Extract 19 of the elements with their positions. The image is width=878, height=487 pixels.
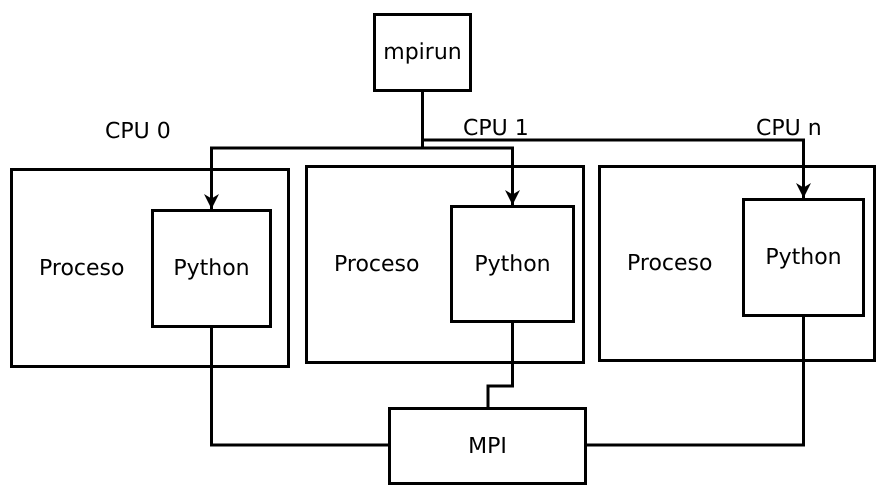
box-label: MPI [468,434,507,458]
cpu-label: CPU n [756,116,822,141]
box-label: Proceso [334,252,420,277]
process-box [373,13,472,92]
box-label: Python [765,245,842,270]
box-label: Proceso [627,251,712,276]
box-label: Python [173,256,250,281]
connector-line [587,317,805,446]
connector-line [486,323,514,407]
connector-line [210,328,388,446]
process-box [388,407,587,485]
cpu-label: CPU 0 [105,119,171,144]
process-box [151,209,272,328]
cpu-label: CPU 1 [463,116,529,141]
process-box [742,198,865,317]
box-label: Python [474,252,551,276]
box-label: mpirun [383,40,462,65]
process-box [450,205,575,323]
box-label: Proceso [39,256,124,280]
